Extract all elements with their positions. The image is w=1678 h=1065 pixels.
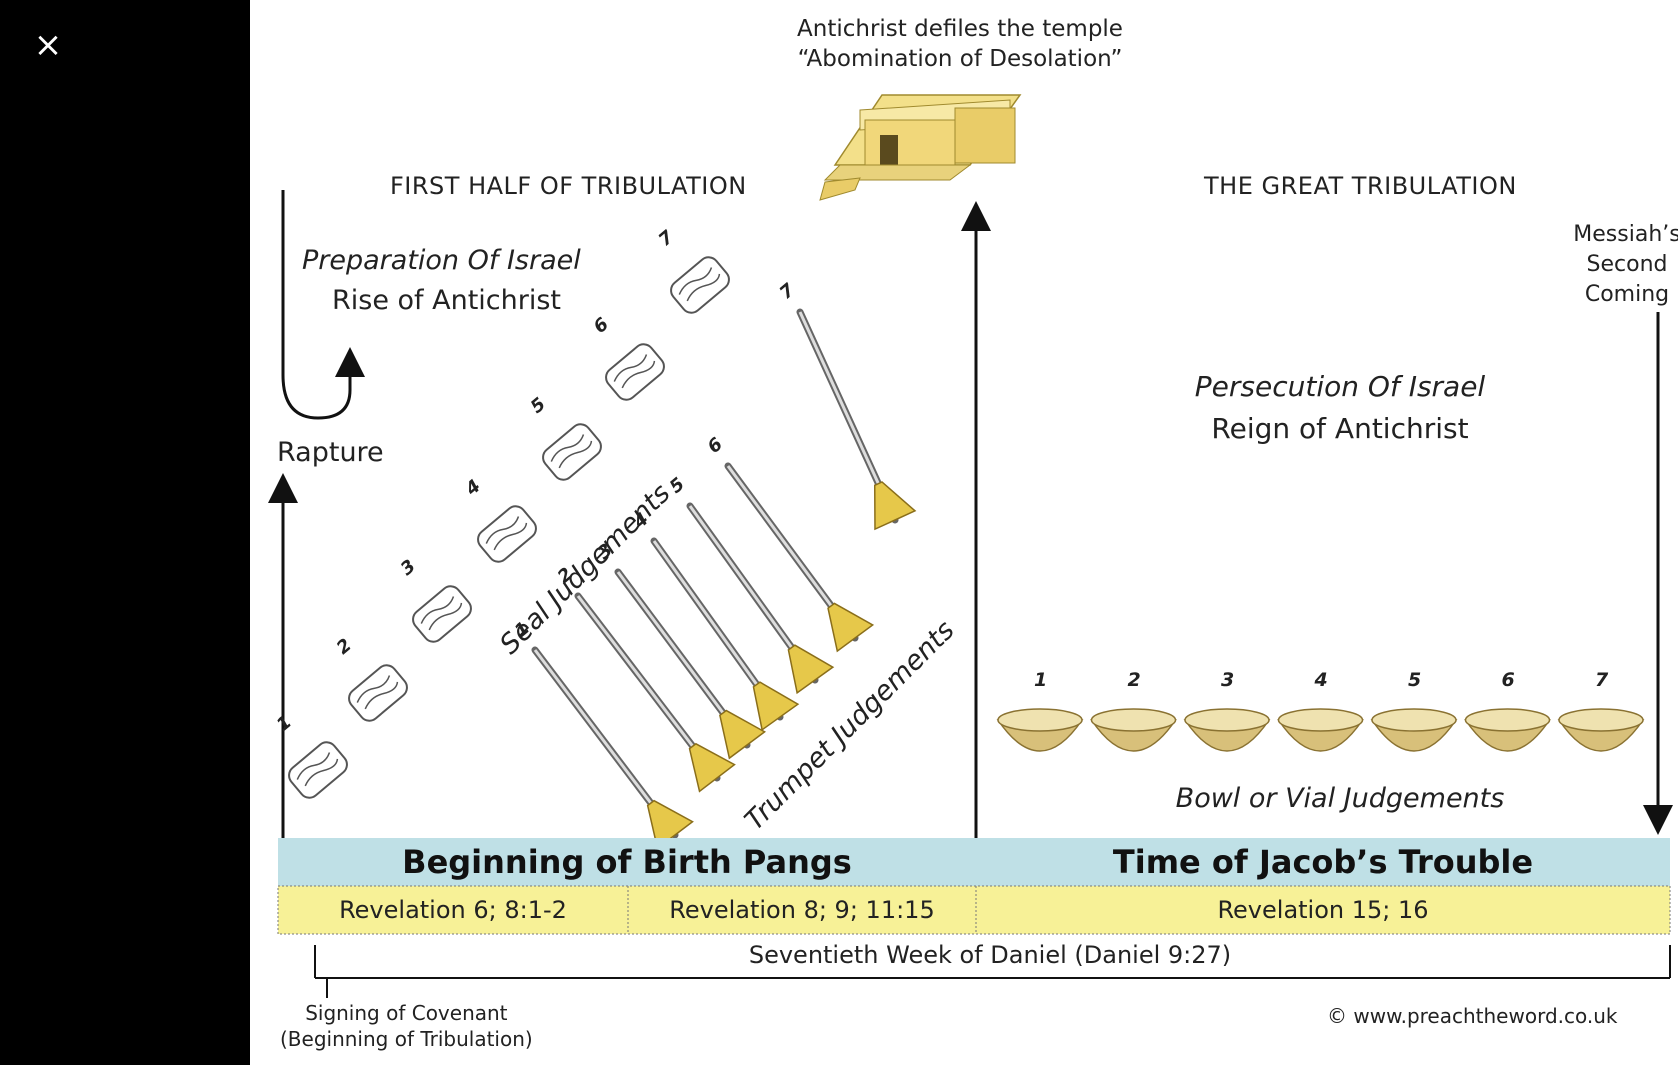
bowl-number: 7	[1595, 669, 1609, 691]
bowl-icon	[996, 708, 1084, 752]
temple-icon	[819, 94, 1022, 201]
bowls: 1 2 3 4 5 6 7	[996, 669, 1645, 752]
scroll-icon	[412, 585, 472, 643]
seventieth-week-label: Seventieth Week of Daniel (Daniel 9:27)	[610, 941, 1370, 969]
bowl-judgements-label: Bowl or Vial Judgements	[1175, 783, 1505, 814]
seal-number: 1	[273, 712, 296, 736]
bowl-icon	[1183, 708, 1271, 752]
seal-number: 2	[333, 635, 356, 659]
first-half-sub: Rise of Antichrist	[332, 285, 562, 316]
revelation-ref-2: Revelation 8; 9; 11:15	[669, 896, 935, 924]
rapture-label: Rapture	[277, 437, 384, 468]
scroll-icon	[670, 256, 730, 314]
messiah-second-coming: Messiah’s Second Coming	[1573, 222, 1678, 307]
scroll-icon	[477, 505, 537, 563]
seventieth-week-bracket	[314, 945, 1671, 998]
scroll-icon	[605, 343, 665, 401]
scroll-icon	[542, 423, 602, 481]
revelation-ref-1: Revelation 6; 8:1-2	[339, 896, 567, 924]
diagram-graphics: 1 2 3 4 5 6 7 1 2 3 4 5 6 7 1 2 3 4 5 6 7	[268, 94, 1673, 998]
viewer-sidebar: ×	[0, 0, 250, 1065]
bowl-number: 5	[1408, 669, 1421, 691]
trumpet-number: 7	[776, 279, 799, 303]
bowl-icon	[1557, 708, 1645, 752]
bowl-number: 2	[1128, 669, 1141, 691]
band-right-title: Time of Jacob’s Trouble	[1112, 843, 1534, 881]
trumpet-icon	[574, 592, 736, 793]
scroll-icon	[348, 664, 408, 722]
bowl-number: 3	[1221, 669, 1234, 691]
seal-number: 3	[397, 556, 420, 580]
trumpet-icon	[614, 568, 767, 760]
seal-number: 4	[461, 476, 485, 501]
seal-number: 5	[527, 394, 550, 418]
band-blue	[278, 838, 1670, 886]
trumpet-icon	[531, 646, 694, 850]
bowl-icon	[1370, 708, 1458, 752]
close-icon[interactable]: ×	[33, 25, 63, 65]
bowl-icon	[1090, 708, 1177, 752]
bowl-number: 1	[1034, 669, 1047, 691]
second-half-italic: Persecution Of Israel	[1194, 370, 1486, 403]
seal-number: 7	[655, 226, 678, 250]
trumpet-icon	[686, 502, 835, 695]
bowl-number: 6	[1502, 669, 1515, 691]
band-yellow	[277, 885, 1671, 935]
temple-caption: Antichrist defiles the temple “Abominati…	[797, 16, 1123, 72]
bowl-number: 4	[1314, 669, 1328, 691]
revelation-ref-3: Revelation 15; 16	[1217, 896, 1429, 924]
trumpet-icon	[796, 308, 917, 531]
band-left-title: Beginning of Birth Pangs	[402, 843, 852, 881]
great-tribulation-title: THE GREAT TRIBULATION	[1204, 172, 1517, 200]
second-half-sub: Reign of Antichrist	[1211, 412, 1469, 445]
covenant-label: Signing of Covenant (Beginning of Tribul…	[280, 1001, 533, 1051]
timeline-arrows	[268, 190, 1673, 838]
first-half-italic: Preparation Of Israel	[302, 245, 581, 276]
first-half-title: FIRST HALF OF TRIBULATION	[390, 172, 747, 200]
scroll-icon	[288, 741, 348, 799]
trumpet-icon	[724, 462, 875, 653]
seal-number: 6	[590, 314, 613, 338]
copyright-text: © www.preachtheword.co.uk	[1327, 1004, 1618, 1028]
bowl-icon	[1464, 708, 1551, 752]
diagram-canvas: 1 2 3 4 5 6 7 1 2 3 4 5 6 7 1 2 3 4 5 6 7 Antichrist defil…	[250, 0, 1678, 1065]
bowl-icon	[1277, 708, 1364, 752]
trumpet-icon	[650, 537, 800, 732]
trumpet-number: 6	[704, 434, 727, 458]
